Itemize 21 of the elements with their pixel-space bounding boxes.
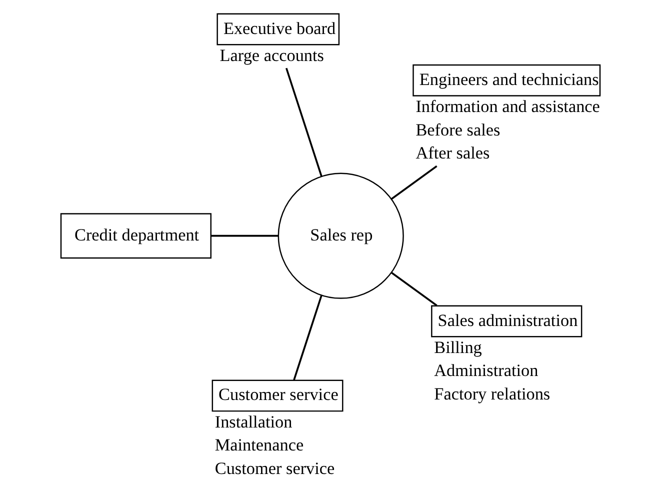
- connector: [210, 234, 278, 236]
- node-label: Administration: [434, 360, 538, 380]
- node-label: Factory relations: [434, 384, 550, 404]
- node-circle: Sales rep: [277, 172, 404, 298]
- node-label: After sales: [415, 143, 490, 162]
- connector: [390, 164, 437, 200]
- node-label: Customer service: [214, 458, 334, 478]
- node-box: Engineers and technicians: [412, 64, 600, 96]
- node-box: Customer service: [211, 379, 343, 412]
- node-box: Executive board: [216, 12, 340, 45]
- node-label: Billing: [434, 337, 482, 356]
- connector: [292, 294, 322, 380]
- connector: [284, 67, 322, 176]
- node-label: Large accounts: [219, 45, 324, 64]
- node-label: Maintenance: [214, 435, 304, 454]
- node-label: Installation: [214, 412, 292, 431]
- node-label: Before sales: [415, 120, 500, 139]
- node-box: Sales administration: [430, 304, 582, 337]
- node-label: Information and assistance: [415, 96, 600, 116]
- connector: [390, 271, 437, 306]
- node-box: Credit department: [60, 212, 211, 258]
